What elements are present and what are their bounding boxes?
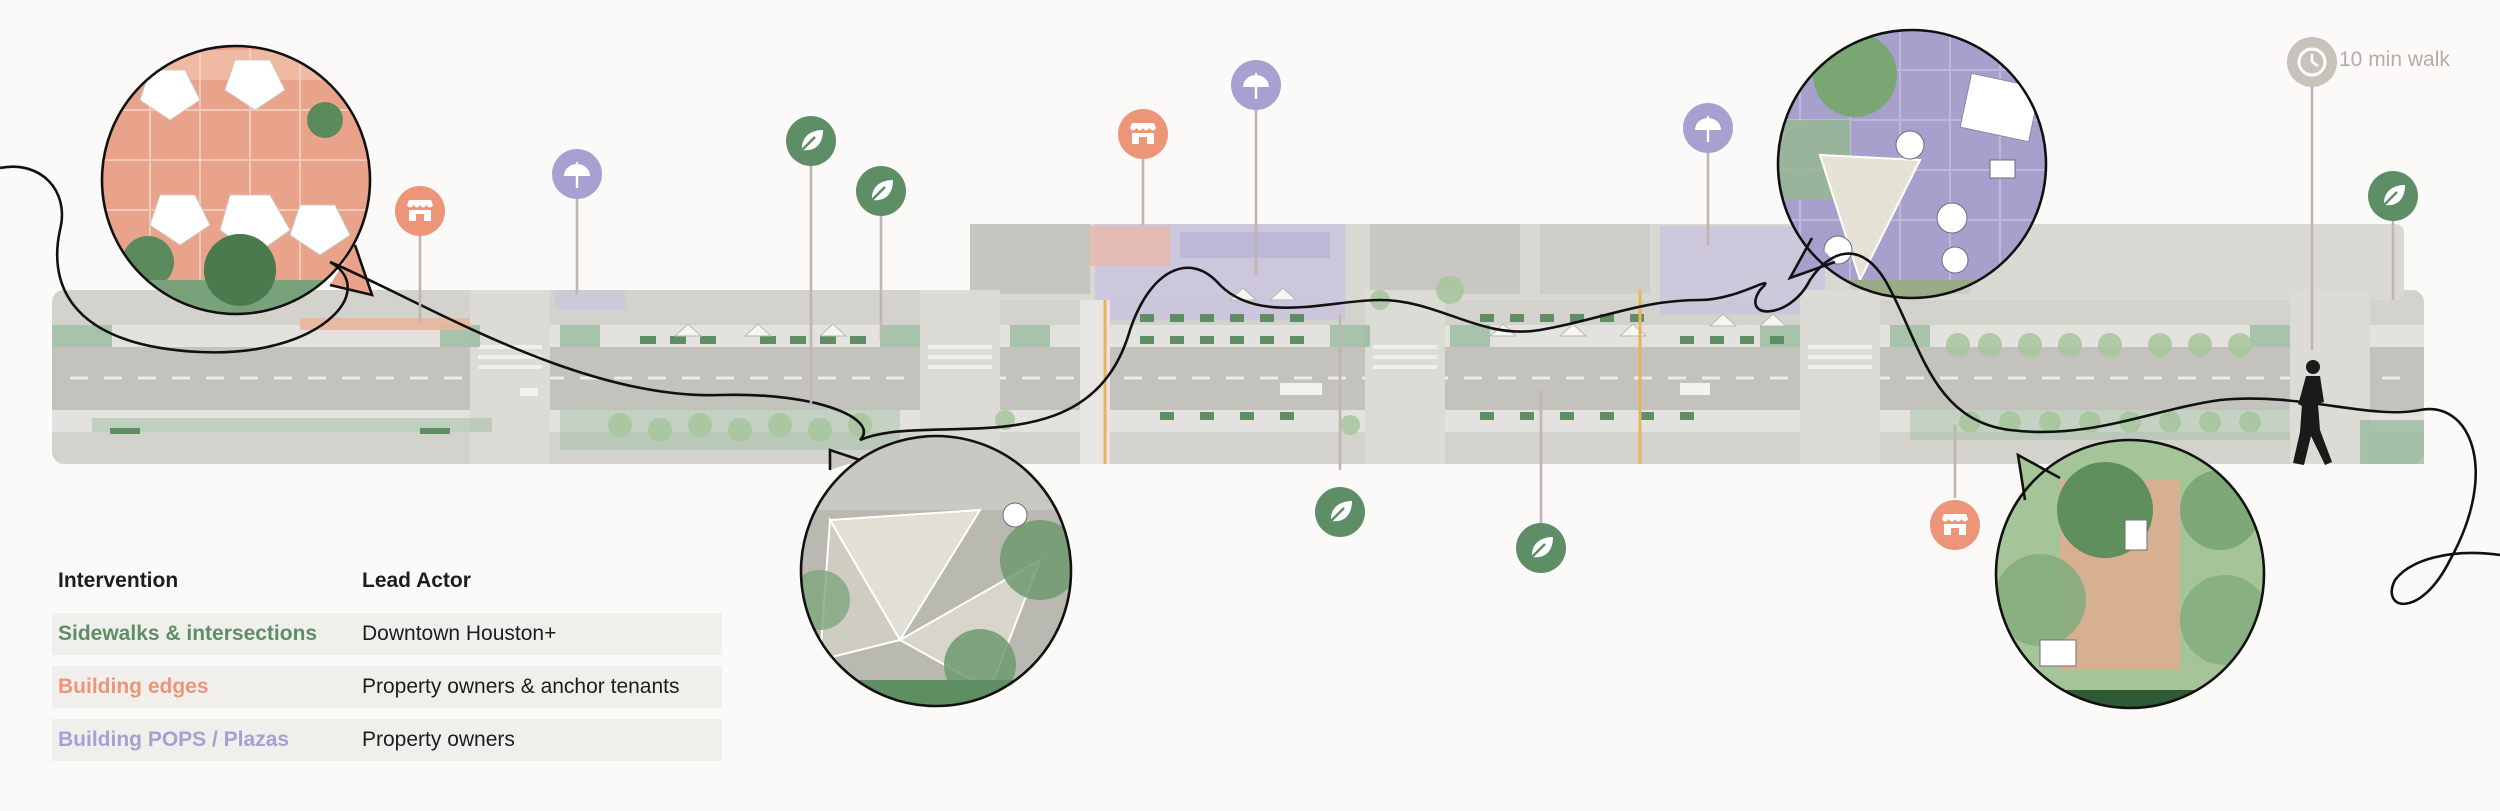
- storefront-pin-3: [1930, 500, 1980, 550]
- leaf-pin-5: [2368, 171, 2418, 221]
- storefront-icon: [407, 200, 433, 221]
- walk-time-label: 10 min walk: [2339, 48, 2450, 71]
- umbrella-pin-3: [1683, 103, 1733, 153]
- lead-actor-header: Lead Actor: [362, 569, 471, 592]
- callout-shade-sails: [799, 434, 1073, 708]
- clock-icon: [2297, 47, 2327, 77]
- storefront-pin-1: [395, 186, 445, 236]
- legend-row-building-edges: Building edges Property owners & anchor …: [52, 666, 722, 708]
- walking-route-line: [0, 165, 2500, 606]
- intervention-pops: Building POPS / Plazas: [58, 728, 290, 751]
- actor-building-edges: Property owners & anchor tenants: [362, 675, 680, 698]
- storefront-pin-2: [1118, 109, 1168, 159]
- intervention-sidewalks: Sidewalks & intersections: [58, 622, 318, 645]
- intervention-legend-table: Intervention Lead Actor Sidewalks & inte…: [52, 560, 722, 772]
- legend-header-row: Intervention Lead Actor: [52, 560, 722, 602]
- pin-stems: [418, 86, 2395, 525]
- intervention-building-edges: Building edges: [58, 675, 209, 698]
- street-plan: [52, 224, 2424, 464]
- intervention-header: Intervention: [58, 569, 179, 592]
- umbrella-pin-1: [552, 149, 602, 199]
- storefront-icon: [1942, 514, 1968, 535]
- legend-row-pops: Building POPS / Plazas Property owners: [52, 719, 722, 761]
- pedestrian-icon: [2293, 360, 2332, 465]
- leaf-pin-2: [856, 166, 906, 216]
- leaf-pin-4: [1516, 523, 1566, 573]
- storefront-icon: [1130, 123, 1156, 144]
- leaf-pin-1: [786, 116, 836, 166]
- legend-row-sidewalks: Sidewalks & intersections Downtown Houst…: [52, 613, 722, 655]
- umbrella-pin-2: [1231, 60, 1281, 110]
- leaf-pin-3: [1315, 487, 1365, 537]
- actor-pops: Property owners: [362, 728, 515, 751]
- callout-building-edges: [100, 44, 374, 316]
- callout-plaza: [1776, 28, 2048, 300]
- callout-green-sidewalk: [1994, 438, 2266, 710]
- actor-sidewalks: Downtown Houston+: [362, 622, 557, 645]
- clock-pin: [2287, 37, 2337, 87]
